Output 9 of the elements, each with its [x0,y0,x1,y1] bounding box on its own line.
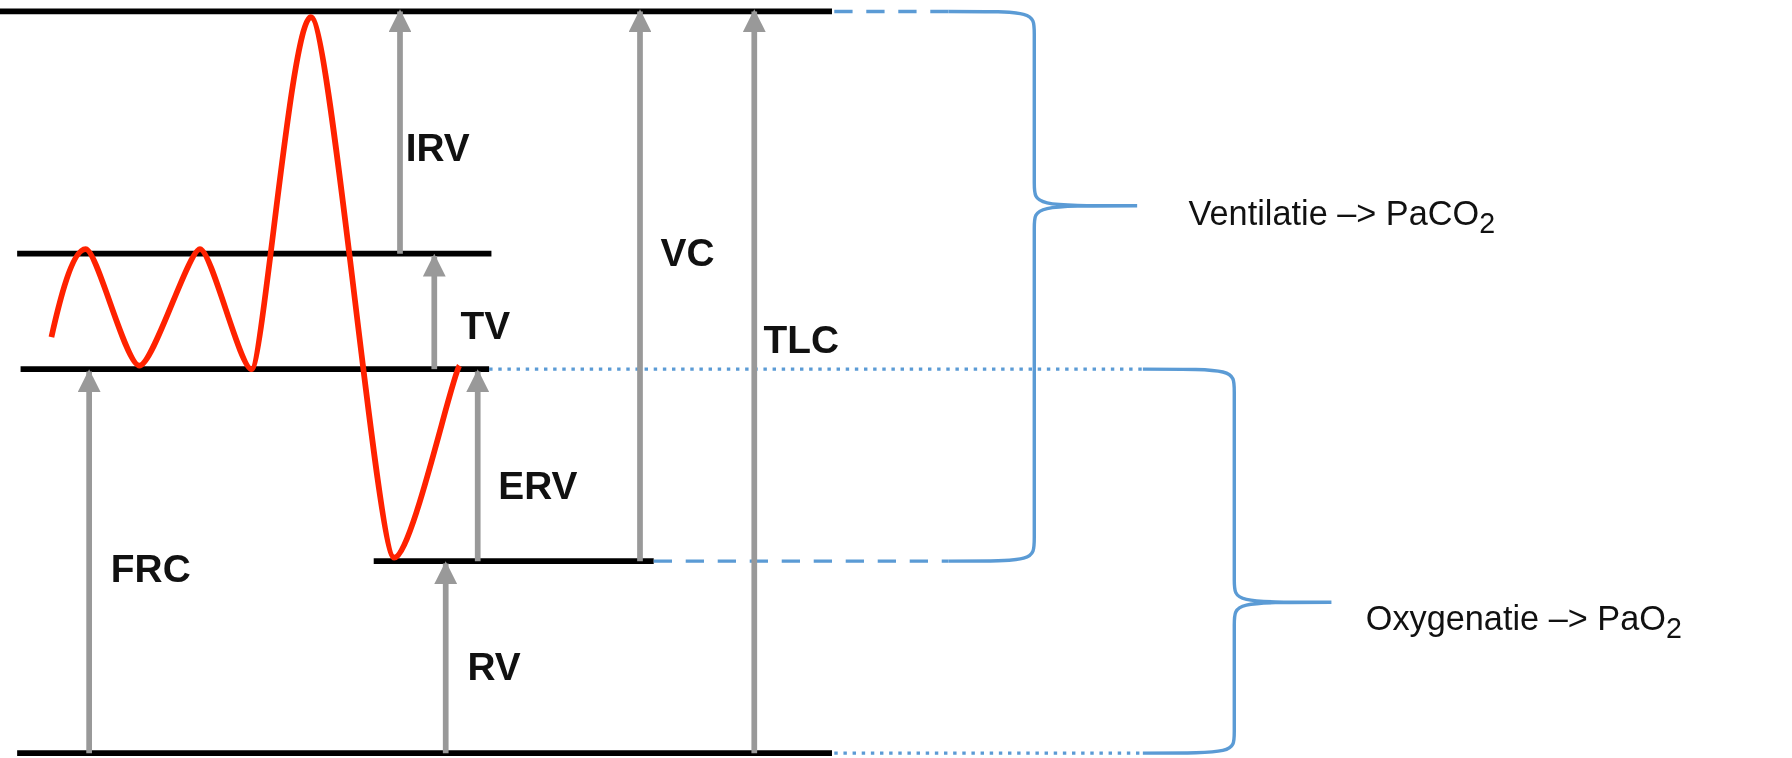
volume-label: TLC [763,320,839,359]
outcome-label: Oxygenatie –> PaO$_{2}$ [1365,601,1682,643]
volume-label: VC [660,233,715,272]
volume-label: IRV [405,128,470,167]
volume-label: TV [460,306,511,346]
volume-label: RV [467,646,521,686]
volume-label: ERV [498,466,578,506]
volume-label: FRC [110,548,191,588]
outcome-label: Ventilatie –> PaCO$_{2}$ [1188,196,1496,238]
